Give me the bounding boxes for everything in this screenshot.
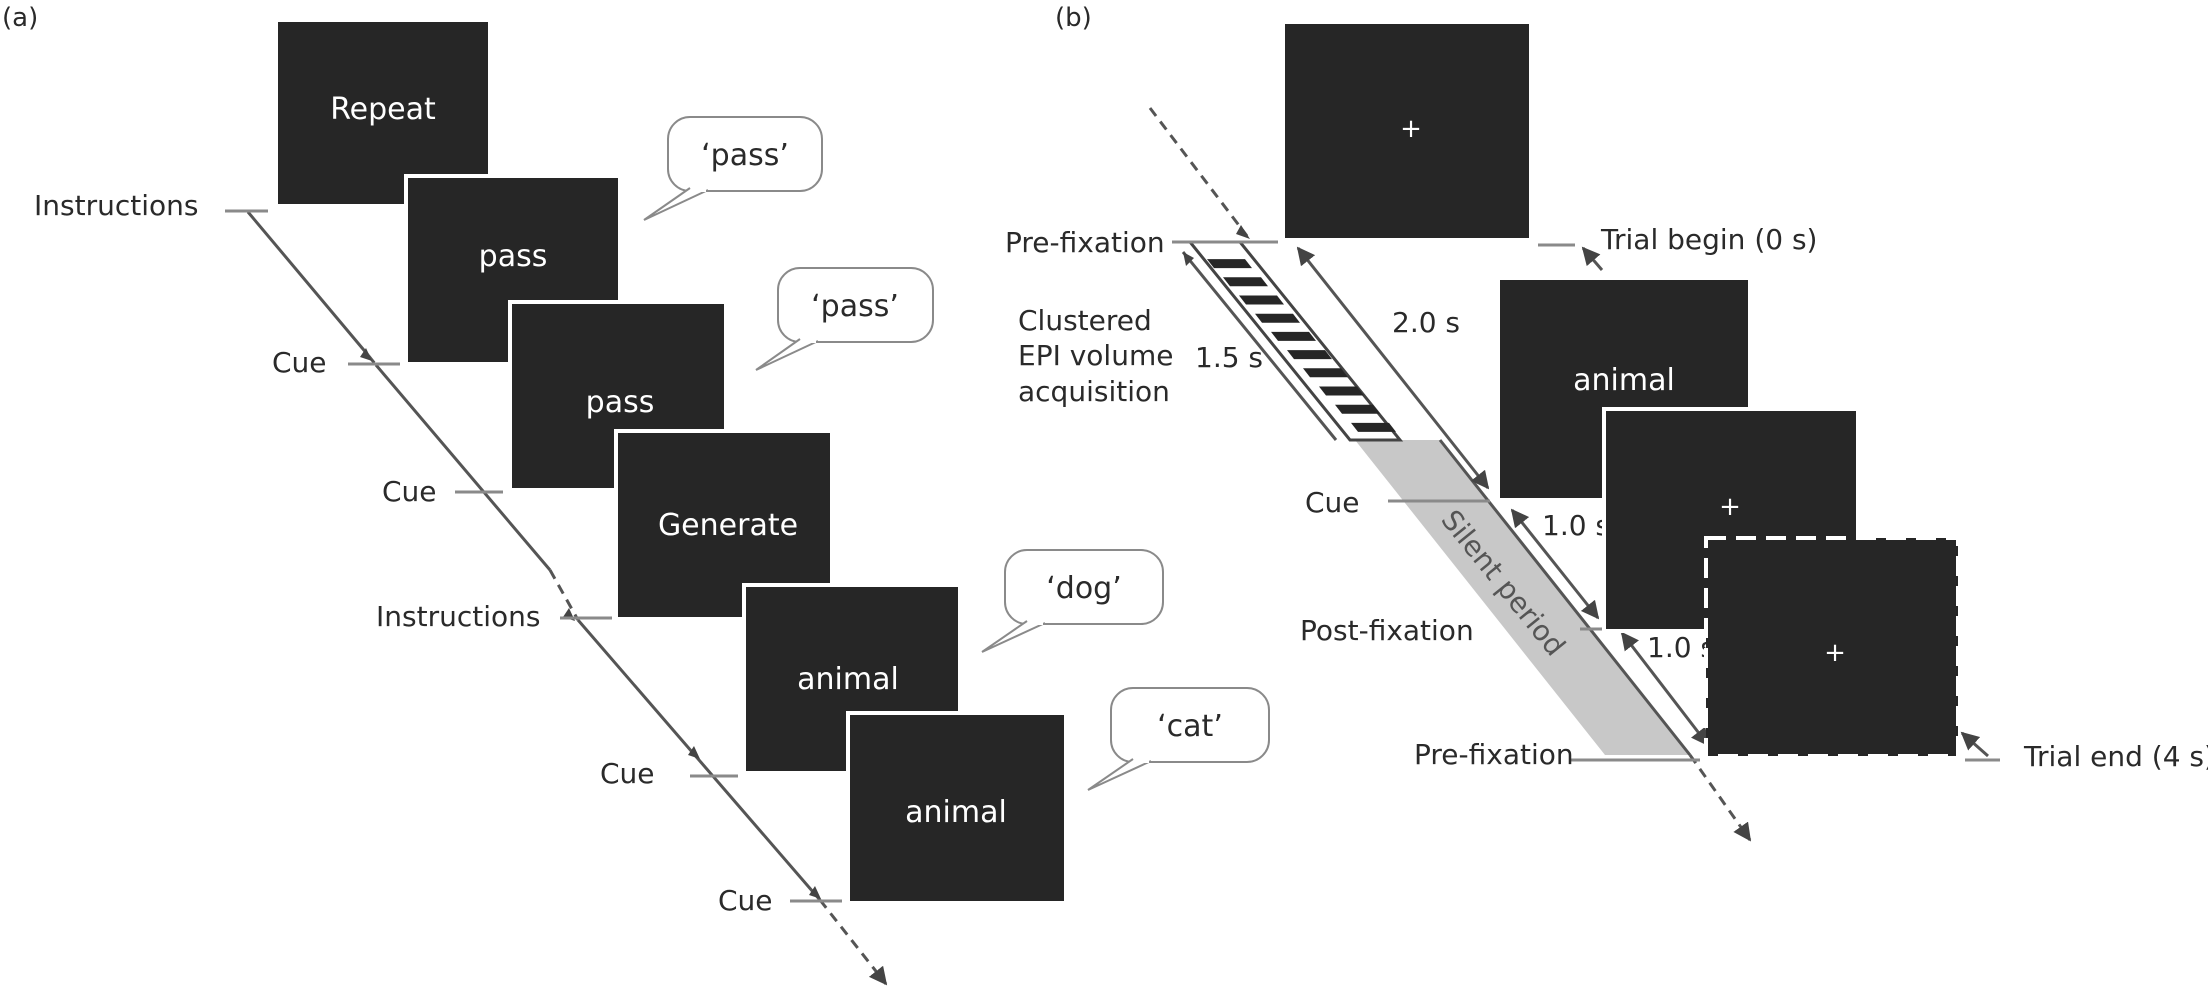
- screen-text: animal: [905, 795, 1007, 830]
- panel-b-label: (b): [1055, 3, 1092, 33]
- screen-animal-2: animal: [846, 711, 1068, 905]
- label-clustered-2: EPI volume: [1018, 339, 1173, 372]
- arrowhead: [1183, 252, 1194, 266]
- label-cue: Cue: [1305, 486, 1360, 519]
- epi-volume-bar: [1319, 386, 1364, 396]
- label-cue-3: Cue: [600, 757, 655, 790]
- speech-bubble-2: ‘pass’: [755, 267, 934, 371]
- label-cue-4: Cue: [718, 884, 773, 917]
- timeline-a-solid-2: [374, 364, 552, 571]
- epi-volume-bar: [1271, 331, 1316, 341]
- label-instructions-1: Instructions: [34, 189, 198, 222]
- panel-a: (a) Instructions Cue Cue Instructions Cu…: [2, 3, 1270, 986]
- label-trial-begin: Trial begin (0 s): [1600, 223, 1817, 256]
- screen-text: animal: [797, 662, 899, 697]
- epi-volume-bar: [1335, 404, 1380, 414]
- timeline-b-dash-bottom: [1688, 754, 1752, 842]
- epi-volume-bar: [1223, 277, 1268, 287]
- label-pre-fixation-2: Pre-fixation: [1414, 738, 1574, 771]
- axis-arrowhead: [688, 746, 700, 759]
- panel-a-label: (a): [2, 3, 38, 33]
- bubble-text: ‘pass’: [701, 138, 789, 173]
- label-1-0s-b: 1.0 s: [1647, 631, 1715, 664]
- arrow-2-0s: [1296, 246, 1490, 490]
- epi-volume-bar: [1239, 295, 1284, 305]
- epi-volume-bar: [1287, 350, 1332, 360]
- epi-volume-bar: [1303, 368, 1348, 378]
- screen-text: +: [1400, 114, 1422, 144]
- screen-text: Generate: [658, 508, 798, 543]
- label-2-0s: 2.0 s: [1392, 306, 1460, 339]
- arrow-trial-begin: [1581, 246, 1604, 271]
- screen-fixation-3: +: [1704, 536, 1960, 758]
- timeline-a-solid-1: [246, 211, 370, 356]
- label-pre-fixation-1: Pre-fixation: [1005, 226, 1165, 259]
- label-clustered-1: Clustered: [1018, 304, 1152, 337]
- speech-bubble-3: ‘dog’: [981, 549, 1164, 653]
- timeline-a-solid-3: [576, 619, 822, 901]
- bubble-text: ‘pass’: [811, 289, 899, 324]
- screen-fixation-1: +: [1281, 20, 1533, 242]
- label-1-5s: 1.5 s: [1195, 341, 1263, 374]
- bubble-text: ‘dog’: [1046, 571, 1122, 606]
- label-cue-1: Cue: [272, 346, 327, 379]
- timeline-b-dash-top: [1148, 107, 1249, 237]
- epi-volume-bar: [1351, 422, 1396, 432]
- epi-volume-bar: [1255, 313, 1300, 323]
- epi-volume-bar: [1207, 259, 1252, 269]
- screen-text: animal: [1573, 363, 1675, 398]
- axis-arrowhead: [809, 886, 821, 899]
- timeline-a-arrow: [818, 899, 888, 986]
- arrow-trial-end: [1960, 731, 1989, 758]
- speech-bubble-1: ‘pass’: [643, 116, 823, 221]
- speech-bubble-4: ‘cat’: [1087, 687, 1270, 791]
- screen-text: Repeat: [330, 92, 436, 127]
- label-trial-end: Trial end (4 s): [2023, 740, 2208, 773]
- label-clustered-3: acquisition: [1018, 375, 1170, 408]
- bubble-text: ‘cat’: [1157, 709, 1223, 744]
- label-instructions-2: Instructions: [376, 600, 540, 633]
- arrow-1-0s-a: [1510, 508, 1600, 620]
- label-cue-2: Cue: [382, 475, 437, 508]
- screen-text: +: [1824, 638, 1846, 668]
- screen-text: pass: [479, 239, 548, 274]
- label-1-0s-a: 1.0 s: [1542, 509, 1610, 542]
- axis-arrowhead: [360, 348, 372, 361]
- arrow-1-0s-b: [1620, 631, 1710, 747]
- axis-arrowhead: [1236, 225, 1250, 239]
- screen-text: pass: [586, 385, 655, 420]
- label-post-fixation: Post-fixation: [1300, 614, 1474, 647]
- screen-text: +: [1719, 492, 1741, 522]
- timeline-a-dash-2: [548, 569, 580, 621]
